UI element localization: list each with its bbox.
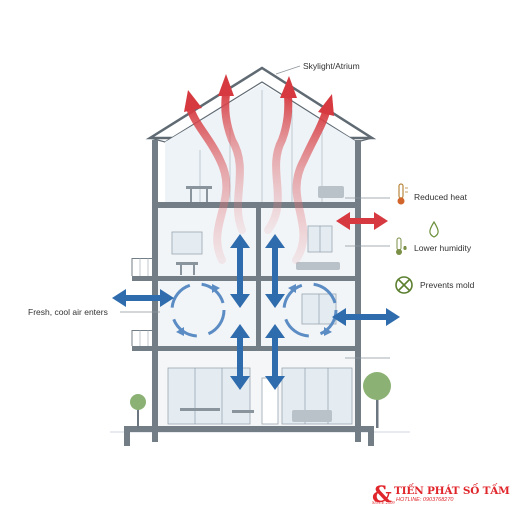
skylight-label: Skylight/Atrium	[303, 61, 360, 71]
cool-air-vertical-arrows	[230, 234, 285, 390]
lower-humidity-label: Lower humidity	[414, 243, 472, 253]
water-drop-icon	[429, 220, 439, 238]
brand-hotline: HOTLINE: 0903768270	[396, 497, 454, 503]
fresh-air-label: Fresh, cool air enters	[28, 307, 108, 317]
warm-air-exhaust-arrow	[336, 212, 388, 230]
fresh-air-inlet-arrow	[112, 289, 174, 307]
building-structure	[124, 66, 377, 446]
humidity-gauge-icon	[396, 237, 407, 255]
circulation-loops	[170, 282, 338, 338]
prevents-mold-label: Prevents mold	[420, 280, 475, 290]
tree-right	[363, 372, 391, 428]
brand-name: TIẾN PHÁT SỐ TẤM	[394, 485, 510, 497]
reduced-heat-label: Reduced heat	[414, 192, 467, 202]
warm-air-arrows	[184, 74, 334, 264]
brand-since: SINCE 2009	[372, 500, 395, 505]
cool-air-outlet-arrow	[332, 308, 400, 326]
brand-logo-icon: &	[372, 482, 392, 508]
thermometer-icon	[397, 183, 408, 205]
tree-left	[130, 394, 146, 428]
brand-logo: TIẾN PHÁT SỐ TẤM HOTLINE: 0903768270 SIN…	[372, 484, 510, 508]
label-leader-lines	[120, 65, 390, 359]
svg-text:&: &	[372, 482, 392, 508]
no-mold-icon	[395, 276, 413, 294]
